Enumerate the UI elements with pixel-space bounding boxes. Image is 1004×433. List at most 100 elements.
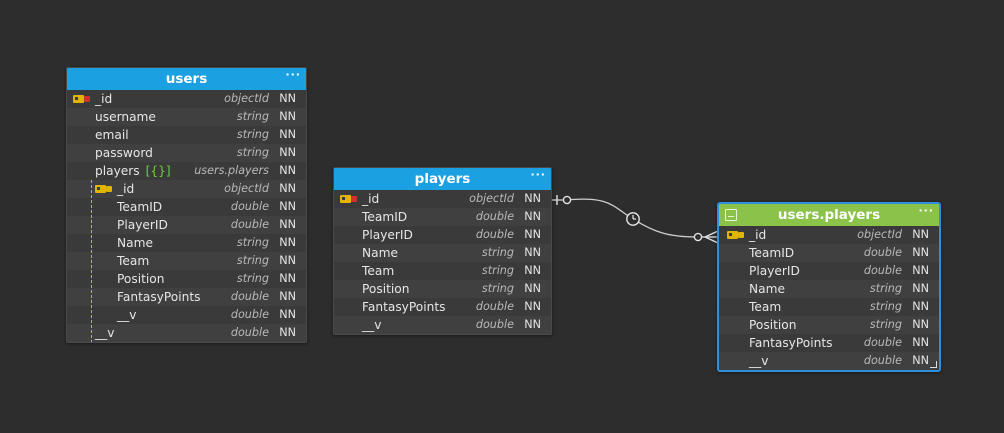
field-name-text: _id bbox=[95, 92, 113, 106]
field-row[interactable]: FantasyPoints double NN bbox=[719, 334, 939, 352]
array-of-documents-icon: [{}] bbox=[145, 164, 171, 178]
not-null-flag: NN bbox=[279, 326, 296, 339]
field-row[interactable]: _id objectId NN bbox=[334, 190, 551, 208]
field-type: string bbox=[481, 282, 514, 295]
field-type: double bbox=[863, 246, 902, 259]
field-type: double bbox=[863, 336, 902, 349]
field-name: __v bbox=[95, 324, 114, 342]
not-null-flag: NN bbox=[524, 210, 541, 223]
field-name: FantasyPoints bbox=[749, 334, 833, 352]
field-row[interactable]: TeamID double NN bbox=[334, 208, 551, 226]
not-null-flag: NN bbox=[912, 336, 929, 349]
more-dots-icon[interactable]: ··· bbox=[918, 204, 934, 217]
field-name-text: PlayerID bbox=[362, 228, 413, 242]
field-type: double bbox=[475, 210, 514, 223]
nested-guide-line bbox=[91, 180, 92, 342]
field-name: TeamID bbox=[362, 208, 407, 226]
field-name: Name bbox=[749, 280, 785, 298]
entity-header[interactable]: users ··· bbox=[67, 68, 306, 90]
embedded-document-icon bbox=[725, 209, 737, 221]
not-null-flag: NN bbox=[524, 264, 541, 277]
field-name: Position bbox=[362, 280, 409, 298]
field-name-text: FantasyPoints bbox=[749, 336, 833, 350]
not-null-flag: NN bbox=[279, 290, 296, 303]
not-null-flag: NN bbox=[279, 218, 296, 231]
field-type: string bbox=[236, 146, 269, 159]
field-name-text: Name bbox=[117, 236, 153, 250]
not-null-flag: NN bbox=[279, 128, 296, 141]
not-null-flag: NN bbox=[279, 92, 296, 105]
entity-title: users bbox=[165, 71, 208, 87]
field-row[interactable]: _id objectId NN bbox=[67, 90, 306, 108]
entity-header[interactable]: users.players ··· bbox=[719, 204, 939, 226]
more-dots-icon[interactable]: ··· bbox=[530, 168, 546, 181]
field-name: __v bbox=[117, 306, 136, 324]
field-name: PlayerID bbox=[749, 262, 800, 280]
not-null-flag: NN bbox=[912, 228, 929, 241]
field-name-text: FantasyPoints bbox=[117, 290, 201, 304]
not-null-flag: NN bbox=[279, 146, 296, 159]
field-name: _id bbox=[362, 190, 379, 208]
not-null-flag: NN bbox=[279, 110, 296, 123]
field-name-text: Team bbox=[749, 300, 782, 314]
field-name: FantasyPoints bbox=[362, 298, 446, 316]
field-name: username bbox=[95, 108, 156, 126]
field-name: __v bbox=[362, 316, 381, 334]
field-type: objectId bbox=[224, 182, 269, 195]
field-type: objectId bbox=[224, 92, 269, 105]
not-null-flag: NN bbox=[524, 300, 541, 313]
entity-header[interactable]: players ··· bbox=[334, 168, 551, 190]
field-type: double bbox=[230, 218, 269, 231]
field-name-text: PlayerID bbox=[749, 264, 800, 278]
one-optional-icon bbox=[556, 195, 572, 205]
key-icon bbox=[95, 185, 113, 193]
field-type: objectId bbox=[469, 192, 514, 205]
field-name-text: players bbox=[95, 164, 140, 178]
field-name: Position bbox=[749, 316, 796, 334]
field-name-text: Position bbox=[362, 282, 410, 296]
not-null-flag: NN bbox=[279, 200, 296, 213]
key-icon bbox=[727, 231, 745, 239]
not-null-flag: NN bbox=[279, 308, 296, 321]
not-null-flag: NN bbox=[524, 192, 541, 205]
not-null-flag: NN bbox=[279, 182, 296, 195]
field-name-text: _id bbox=[362, 192, 380, 206]
field-name: Name bbox=[362, 244, 398, 262]
field-name-text: Name bbox=[749, 282, 785, 296]
resize-handle-icon[interactable] bbox=[930, 361, 937, 368]
field-type: string bbox=[869, 300, 902, 313]
more-dots-icon[interactable]: ··· bbox=[285, 68, 301, 81]
field-type: string bbox=[236, 272, 269, 285]
